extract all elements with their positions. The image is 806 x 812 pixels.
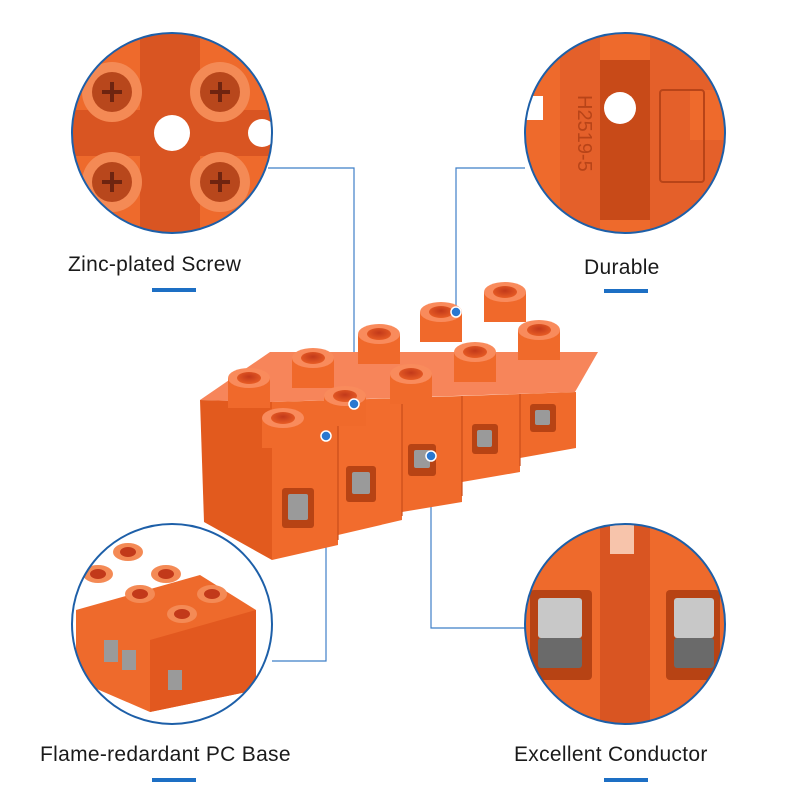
screw-towers-back: [228, 282, 526, 408]
callout-dots: [320, 306, 462, 462]
feature-underline-conductor: [604, 778, 648, 782]
screw-towers-front: [262, 320, 560, 448]
detail-circle-base: [71, 523, 273, 725]
detail-circle-durable: H2519-5: [524, 32, 726, 234]
part-marking-text: H2519-5: [573, 95, 595, 172]
callout-dot-conductor: [425, 450, 437, 462]
detail-circle-screw: [71, 32, 273, 234]
feature-label-conductor: Excellent Conductor: [514, 743, 708, 766]
zinc-screw-heads: [82, 62, 250, 212]
feature-label-durable: Durable: [584, 256, 660, 279]
feature-label-base: Flame-redardant PC Base: [40, 743, 291, 766]
feature-label-screw: Zinc-plated Screw: [68, 253, 242, 276]
callout-dot-durable: [450, 306, 462, 318]
callout-line-conductor: [430, 456, 525, 629]
feature-underline-base: [152, 778, 196, 782]
callout-line-durable: [455, 167, 525, 312]
callout-dot-screw: [348, 398, 360, 410]
callout-line-screw: [268, 167, 355, 404]
detail-circle-conductor: [524, 523, 726, 725]
terminal-block-product: [200, 282, 598, 560]
feature-underline-screw: [152, 288, 196, 292]
callout-dot-base: [320, 430, 332, 442]
feature-underline-durable: [604, 289, 648, 293]
block-left-face: [200, 400, 272, 560]
callout-lines: [268, 167, 525, 662]
